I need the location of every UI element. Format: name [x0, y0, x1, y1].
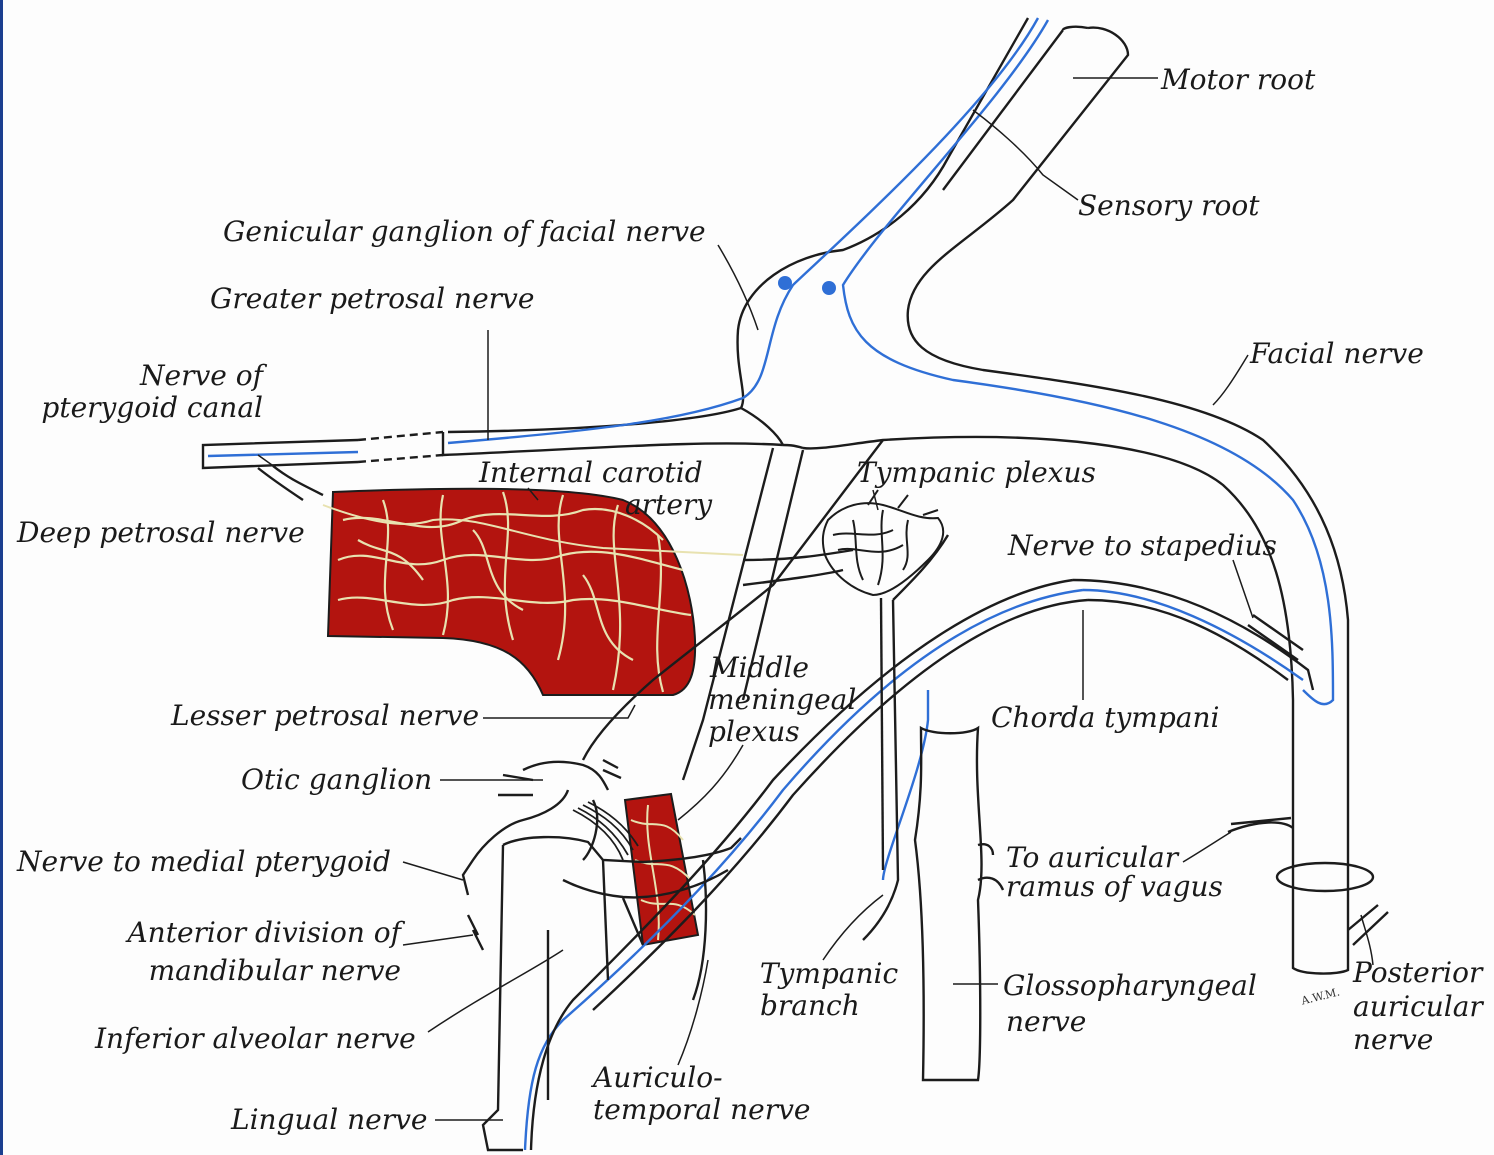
label-lesser-petrosal: Lesser petrosal nerve — [171, 700, 479, 731]
label-otic-ganglion: Otic ganglion — [241, 764, 432, 795]
label-sensory-root: Sensory root — [1078, 190, 1259, 221]
label-nerve-medial-pterygoid: Nerve to medial pterygoid — [17, 846, 391, 877]
label-middle-meningeal-2: meningeal — [708, 684, 856, 715]
label-to-auricular-2: ramus of vagus — [1006, 871, 1223, 902]
label-auriculotemporal-1: Auriculo- — [593, 1062, 723, 1093]
label-inferior-alveolar: Inferior alveolar nerve — [95, 1023, 416, 1054]
label-auriculotemporal-2: temporal nerve — [593, 1094, 810, 1125]
label-greater-petrosal: Greater petrosal nerve — [210, 283, 534, 314]
label-genicular-ganglion: Genicular ganglion of facial nerve — [223, 216, 706, 247]
label-anterior-division-1: Anterior division of — [63, 917, 401, 948]
label-posterior-auricular-3: nerve — [1353, 1024, 1433, 1055]
label-tympanic-branch-1: Tympanic — [749, 958, 909, 989]
label-internal-carotid-1: Internal carotid — [479, 457, 703, 488]
label-nerve-pterygoid-canal-2: pterygoid canal — [41, 392, 263, 423]
label-to-auricular-1: To auricular — [1006, 842, 1178, 873]
label-internal-carotid-2: artery — [625, 489, 712, 520]
label-deep-petrosal: Deep petrosal nerve — [17, 517, 305, 548]
label-lingual-nerve: Lingual nerve — [231, 1104, 427, 1135]
label-posterior-auricular-2: auricular — [1353, 991, 1483, 1022]
label-tympanic-plexus: Tympanic plexus — [857, 457, 1096, 488]
label-nerve-pterygoid-canal-1: Nerve of — [131, 360, 263, 391]
label-facial-nerve: Facial nerve — [1250, 338, 1424, 369]
label-posterior-auricular-1: Posterior — [1353, 957, 1482, 988]
label-anterior-division-2: mandibular nerve — [63, 955, 401, 986]
label-motor-root: Motor root — [1161, 64, 1315, 95]
label-chorda-tympani: Chorda tympani — [991, 702, 1219, 733]
label-middle-meningeal-3: plexus — [708, 716, 800, 747]
label-nerve-to-stapedius: Nerve to stapedius — [1008, 530, 1277, 561]
label-middle-meningeal-1: Middle — [710, 652, 809, 683]
label-glossopharyngeal-2: nerve — [1006, 1006, 1086, 1037]
label-glossopharyngeal-1: Glossopharyngeal — [1003, 970, 1257, 1001]
label-tympanic-branch-2: branch — [760, 990, 860, 1021]
